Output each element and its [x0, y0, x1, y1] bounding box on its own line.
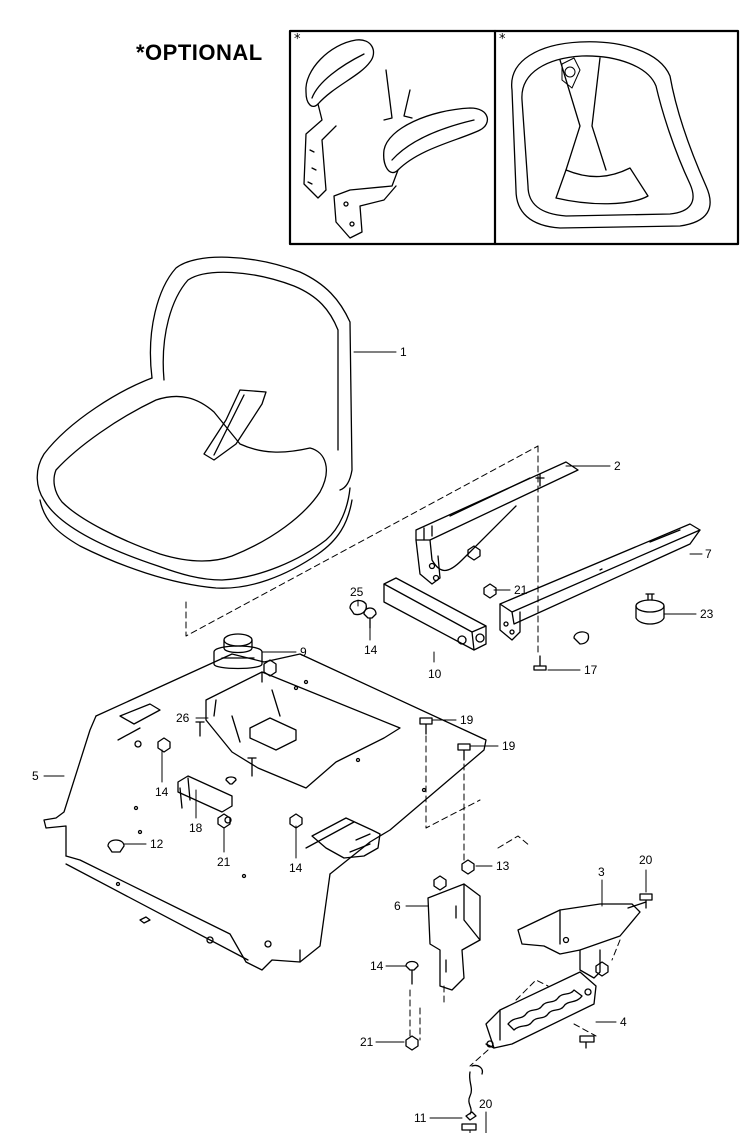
callout-26: 26 — [176, 711, 190, 725]
callout-11: 11 — [414, 1111, 427, 1125]
inset-1-marker: * — [294, 32, 301, 47]
callout-3: 3 — [598, 865, 605, 879]
callout-14-d: 14 — [370, 959, 384, 973]
seat-bracket-part-10 — [383, 577, 487, 651]
pin-part-14-lower — [405, 960, 419, 985]
callout-18: 18 — [189, 821, 203, 835]
callout-5: 5 — [32, 769, 39, 783]
seat-pan-part-5 — [43, 653, 487, 971]
callout-4: 4 — [620, 1015, 627, 1029]
nut-part-13 — [461, 859, 475, 875]
callout-7: 7 — [705, 547, 712, 561]
connector-line — [299, 653, 487, 741]
rubber-bumper-part-23 — [635, 593, 665, 625]
callout-25: 25 — [350, 585, 364, 599]
callout-21-c: 21 — [360, 1035, 374, 1049]
screw-part-19-b — [457, 743, 471, 761]
callout-13: 13 — [496, 859, 510, 873]
slide-plate-part-4 — [485, 971, 597, 1049]
callout-labels: 1 2 7 21 23 25 14 10 17 9 26 19 19 5 14 … — [32, 345, 714, 1125]
seat-switch-part-9 — [213, 633, 263, 670]
bracket-part-6 — [427, 875, 481, 991]
callout-14-a: 14 — [364, 643, 378, 657]
cap-part-25 — [349, 599, 367, 616]
assembly-dashed-lines — [185, 445, 621, 1133]
lever-part-3 — [517, 901, 647, 979]
callout-19-b: 19 — [502, 739, 516, 753]
screw-part-17 — [533, 655, 547, 671]
callout-14-c: 14 — [289, 861, 303, 875]
callout-23: 23 — [700, 607, 714, 621]
screw-part-20-top — [639, 893, 653, 909]
nut-21-upper — [483, 583, 497, 599]
callout-2: 2 — [614, 459, 621, 473]
callout-12: 12 — [150, 837, 164, 851]
screw-part-19-a — [419, 717, 433, 735]
callout-14-b: 14 — [155, 785, 169, 799]
callout-19-a: 19 — [460, 713, 474, 727]
plug-part-12 — [107, 839, 125, 853]
callout-10: 10 — [428, 667, 442, 681]
callout-20-a: 20 — [639, 853, 653, 867]
callout-1: 1 — [400, 345, 407, 359]
callout-9: 9 — [300, 645, 307, 659]
inset-2-marker: * — [499, 32, 506, 47]
armrest-kit-illustration — [303, 39, 489, 239]
optional-label: *OPTIONAL — [136, 40, 263, 65]
callout-21-a: 21 — [514, 583, 528, 597]
seat-slide-rail-part-2 — [415, 461, 579, 585]
callout-leaders — [43, 351, 703, 1133]
callout-20-b: 20 — [479, 1097, 493, 1111]
seat-part-1 — [36, 256, 353, 589]
callout-17: 17 — [584, 663, 598, 677]
spring-part-11 — [461, 1064, 484, 1131]
seat-slide-rail-part-7 — [499, 523, 701, 645]
pin-part-14-upper — [363, 607, 377, 629]
deluxe-seat-illustration — [511, 41, 711, 229]
callout-21-b: 21 — [217, 855, 231, 869]
optional-insets-frame — [288, 29, 740, 246]
callout-6: 6 — [394, 899, 401, 913]
nut-part-21-lower — [405, 1035, 419, 1051]
